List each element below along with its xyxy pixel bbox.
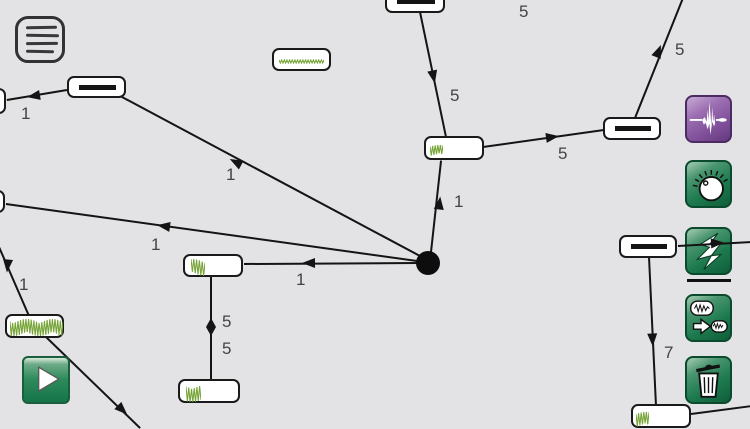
edge-weight-label: 5 [519,3,528,20]
edge-weight-label: 5 [222,340,231,357]
node-a[interactable] [183,254,243,277]
edge-arrow [156,220,170,232]
delete-button[interactable] [685,356,732,404]
play-button[interactable] [22,356,70,404]
edge-line [691,405,750,415]
edge-weight-label: 5 [558,145,567,162]
node-t[interactable] [385,0,445,13]
edge-arrow [711,237,725,248]
hub-node[interactable] [416,251,440,275]
edge-weight-label: 1 [296,271,305,288]
node-w[interactable] [5,314,64,338]
edge-arrow [2,259,13,273]
node-f[interactable] [631,404,691,428]
edge-weight-label: 1 [21,105,30,122]
lightning-icon [687,229,730,273]
node-sm[interactable] [272,48,331,71]
bidirectional-diamond [206,318,216,336]
edge-weight-label: 1 [19,276,28,293]
spectrum-button[interactable] [685,95,732,143]
node-waveform [191,259,205,276]
waveform-copy-icon [687,296,730,340]
modulation-button[interactable] [685,227,732,275]
edge-arrow [545,131,559,143]
node-tl1[interactable] [0,88,6,114]
node-signal-bar [615,126,651,131]
node-d[interactable] [603,117,661,140]
edge-line [122,96,421,257]
edge-arrow [26,89,40,101]
node-b[interactable] [178,379,240,403]
node-waveform [430,145,443,156]
edge-weight-label: 5 [675,41,684,58]
sidebar-separator [687,279,731,282]
edge-weight-label: 7 [664,344,673,361]
node-c[interactable] [424,136,484,160]
node-tl2[interactable] [67,76,126,98]
node-lm[interactable] [0,190,5,213]
waveform-burst-icon [687,97,730,141]
node-waveform [279,59,324,64]
edge-arrow [427,69,439,84]
edge-arrow [434,195,445,209]
trash-icon [687,358,730,402]
edge-arrow [302,257,315,267]
edge-weight-label: 1 [454,193,463,210]
node-waveform [186,385,201,402]
edge-weight-label: 1 [226,166,235,183]
edge-weight-label: 5 [222,313,231,330]
edge-arrow [647,333,658,346]
node-e[interactable] [619,235,677,258]
hamburger-menu-icon [26,26,57,30]
knob-button[interactable] [685,160,732,208]
menu-button[interactable] [15,16,65,63]
node-signal-bar [631,244,667,249]
edge-line [634,0,684,118]
edge-line [648,257,657,406]
node-signal-bar [79,85,116,90]
edge-line [244,262,418,265]
knob-icon [687,162,730,206]
node-waveform [636,412,649,427]
node-signal-bar [397,0,435,4]
edge-line [483,129,604,148]
node-waveform [10,319,63,336]
play-icon [24,358,68,402]
edge-weight-label: 5 [450,87,459,104]
edge-weight-label: 1 [151,236,160,253]
copy-sample-button[interactable] [685,294,732,342]
